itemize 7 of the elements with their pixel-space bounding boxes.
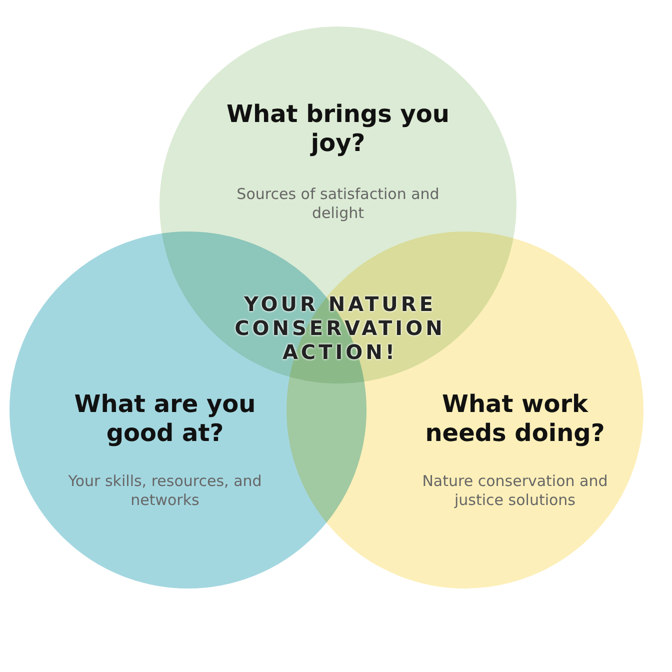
circle-heading: What are you good at? (73, 390, 257, 448)
circle-description: Sources of satisfaction and delight (236, 185, 440, 222)
circle-description: Nature conservation and justice solutions (421, 472, 609, 510)
center-label: YOUR NATURE CONSERVATION ACTION! (234, 292, 446, 364)
circle-description: Your skills, resources, and networks (67, 472, 263, 510)
circle-heading: What brings you joy? (226, 100, 450, 158)
circle-heading: What work needs doing? (424, 390, 606, 448)
